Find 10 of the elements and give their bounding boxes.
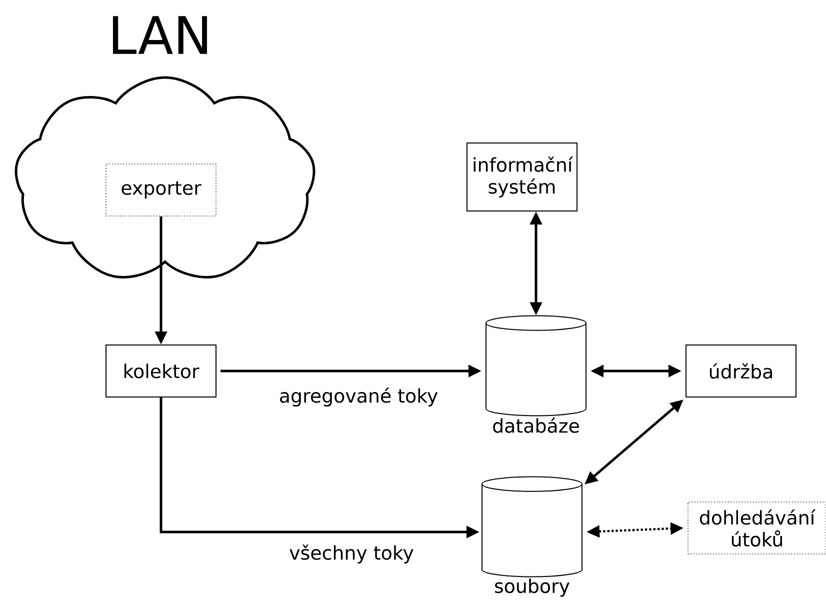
dashed-box: exporter <box>106 164 216 216</box>
edge-label: agregované toky <box>278 386 440 408</box>
database-cylinder: databáze <box>486 315 586 433</box>
process-box: údržba <box>686 344 796 398</box>
database-cylinder: soubory <box>482 476 582 597</box>
process-box: informační systém <box>466 142 578 212</box>
node-label: LAN <box>112 16 207 54</box>
process-box: kolektor <box>106 344 216 398</box>
edge-label: všechny toky <box>288 543 415 565</box>
dashed-box: dohledávání útoků <box>688 502 826 554</box>
